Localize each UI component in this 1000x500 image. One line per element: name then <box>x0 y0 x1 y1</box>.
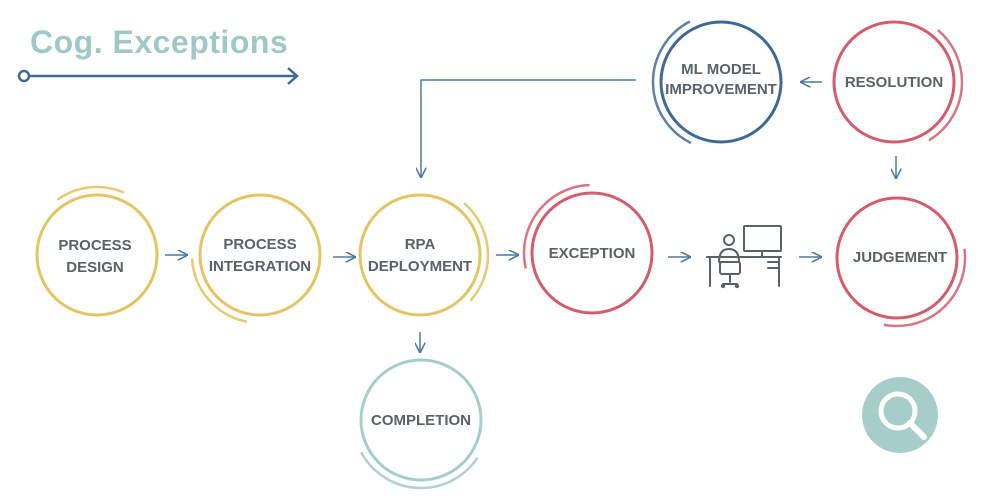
node-process-integration: PROCESS INTEGRATION <box>190 185 330 325</box>
node-label: COMPLETION <box>371 412 471 429</box>
node-rpa-deployment: RPA DEPLOYMENT <box>350 185 490 325</box>
long-right-arrow-icon <box>17 67 299 85</box>
node-label-line1: PROCESS <box>58 237 131 254</box>
node-label: RESOLUTION <box>845 74 943 91</box>
node-ml-model-improvement: ML MODEL IMPROVEMENT <box>651 12 791 152</box>
arrow-ml-to-rpa <box>421 79 636 177</box>
node-label: EXCEPTION <box>549 245 636 262</box>
person-at-computer-icon <box>706 225 782 289</box>
node-process-design: PROCESS DESIGN <box>27 185 167 325</box>
magnifier-q-logo <box>862 377 938 453</box>
node-label-line2: DEPLOYMENT <box>368 258 472 275</box>
node-resolution: RESOLUTION <box>824 12 964 152</box>
node-label: JUDGEMENT <box>853 249 947 266</box>
node-label-line1: ML MODEL <box>681 61 761 78</box>
node-label-line1: PROCESS <box>223 236 296 253</box>
node-label-line2: INTEGRATION <box>209 258 311 275</box>
node-label-line2: DESIGN <box>66 259 124 276</box>
page-title: Cog. Exceptions <box>30 24 289 60</box>
node-label-line2: IMPROVEMENT <box>665 81 777 98</box>
node-label-line1: RPA <box>405 236 436 253</box>
node-exception: EXCEPTION <box>522 183 662 323</box>
node-completion: COMPLETION <box>351 350 491 490</box>
node-judgement: JUDGEMENT <box>827 188 967 328</box>
